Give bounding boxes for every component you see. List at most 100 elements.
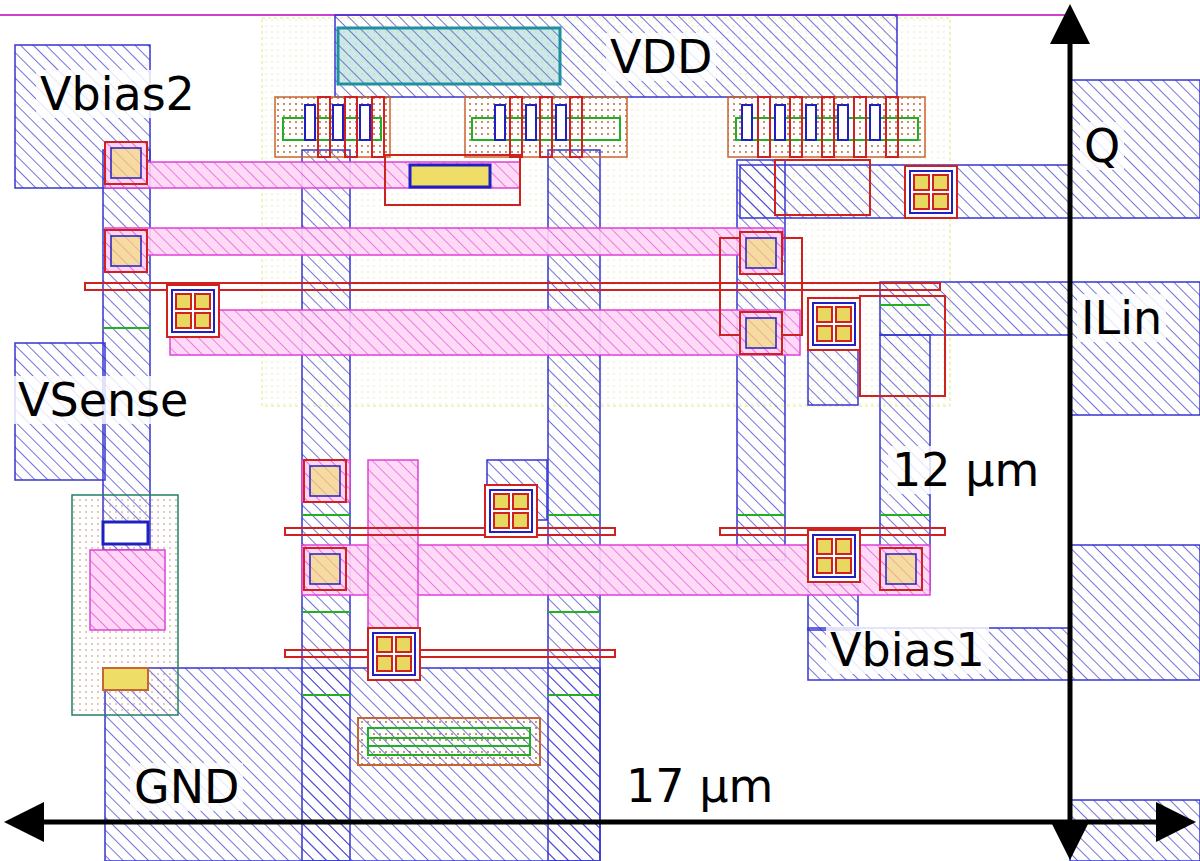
nmos-device — [302, 611, 350, 613]
poly-gate — [85, 155, 945, 657]
pmos-device — [758, 97, 770, 157]
via-contact — [485, 485, 537, 537]
metal1 — [740, 165, 1070, 218]
pmos-device — [526, 105, 536, 140]
nmos-device — [302, 694, 350, 696]
nmos-device — [548, 611, 600, 613]
dimension-axis — [1068, 14, 1073, 850]
pmos-device — [318, 97, 898, 157]
pmos-device — [775, 105, 785, 140]
metal1 — [302, 150, 350, 861]
poly-gate — [285, 650, 615, 657]
metal1 — [1070, 800, 1200, 861]
metal1 — [335, 15, 897, 97]
dimension-axis — [14, 820, 1186, 825]
pin-label: 17 µm — [622, 762, 777, 810]
via-contact — [105, 230, 147, 272]
pin-label: Q — [1080, 122, 1124, 170]
via-contact — [304, 460, 346, 502]
pmos-device — [556, 105, 566, 140]
tap-region — [338, 28, 560, 84]
pin-label: GND — [130, 763, 243, 811]
poly-gate — [385, 155, 520, 205]
nmos-device — [548, 694, 600, 696]
pmos-device — [345, 97, 357, 157]
nmos-device — [302, 514, 350, 516]
via-contact — [740, 232, 782, 274]
poly-gate — [860, 296, 945, 396]
metal1 — [548, 150, 600, 861]
pmos-device — [333, 105, 343, 140]
metal1 — [103, 150, 150, 550]
dimension-axis — [14, 14, 1186, 850]
pmos-device — [495, 105, 505, 140]
pmos-device — [854, 97, 866, 157]
pin-label: Vbias2 — [36, 70, 199, 118]
pmos-device — [510, 97, 522, 157]
pmos-device — [360, 105, 370, 140]
pmos-device — [305, 105, 315, 140]
pmos-device — [736, 118, 918, 140]
metal1 — [1070, 545, 1200, 680]
via-contact — [905, 166, 957, 218]
via-contact — [368, 628, 420, 680]
pmos-device — [806, 105, 816, 140]
pmos-device — [886, 97, 898, 157]
pin-label: VSense — [14, 376, 192, 424]
capacitor-device — [103, 522, 148, 544]
nmos-device — [368, 737, 530, 739]
pin-label: VDD — [606, 33, 716, 81]
nmos-device — [358, 718, 540, 765]
pin-label: 12 µm — [888, 446, 1043, 494]
poly-gate — [285, 528, 615, 535]
via-contact — [105, 142, 147, 184]
metal1 — [15, 15, 1200, 861]
via-contact — [105, 142, 957, 680]
nmos-device — [737, 514, 785, 516]
nmos-device — [368, 728, 530, 755]
nmos-device — [368, 745, 530, 747]
nmos-device — [548, 514, 600, 516]
capacitor-device — [72, 495, 178, 715]
metal2 — [105, 162, 520, 188]
nmos-device — [880, 514, 930, 516]
pmos-device — [570, 97, 582, 157]
pmos-device — [790, 97, 802, 157]
tap-region — [338, 28, 560, 84]
via-contact — [740, 312, 782, 354]
metal2 — [302, 460, 350, 502]
pmos-device — [318, 97, 330, 157]
metal1 — [105, 668, 600, 861]
pmos-device — [275, 97, 925, 157]
nmos-device — [103, 327, 150, 329]
nmos-device — [880, 304, 930, 306]
pin-label: Vbias1 — [826, 626, 989, 674]
pmos-device — [540, 97, 552, 157]
nmos-device — [103, 305, 930, 765]
via-contact — [880, 548, 922, 590]
metal2 — [105, 162, 930, 680]
pmos-device — [870, 105, 880, 140]
via-contact — [304, 548, 346, 590]
metal1 — [1070, 80, 1200, 218]
metal2 — [105, 228, 783, 255]
capacitor-device — [72, 495, 178, 715]
pmos-device — [822, 97, 834, 157]
pmos-device — [728, 97, 925, 157]
pmos-device — [742, 105, 752, 140]
pmos-device — [275, 97, 390, 157]
pmos-device — [372, 97, 384, 157]
via-contact — [808, 298, 860, 350]
metal1 — [808, 345, 858, 405]
via-contact — [410, 165, 490, 187]
metal1 — [737, 160, 785, 560]
capacitor-device — [90, 550, 165, 630]
metal1 — [1070, 282, 1200, 415]
capacitor-device — [103, 668, 148, 690]
via-contact — [808, 530, 860, 582]
pmos-device — [305, 105, 880, 140]
poly-gate — [775, 160, 870, 215]
via-contact — [167, 285, 219, 337]
pmos-device — [465, 97, 627, 157]
